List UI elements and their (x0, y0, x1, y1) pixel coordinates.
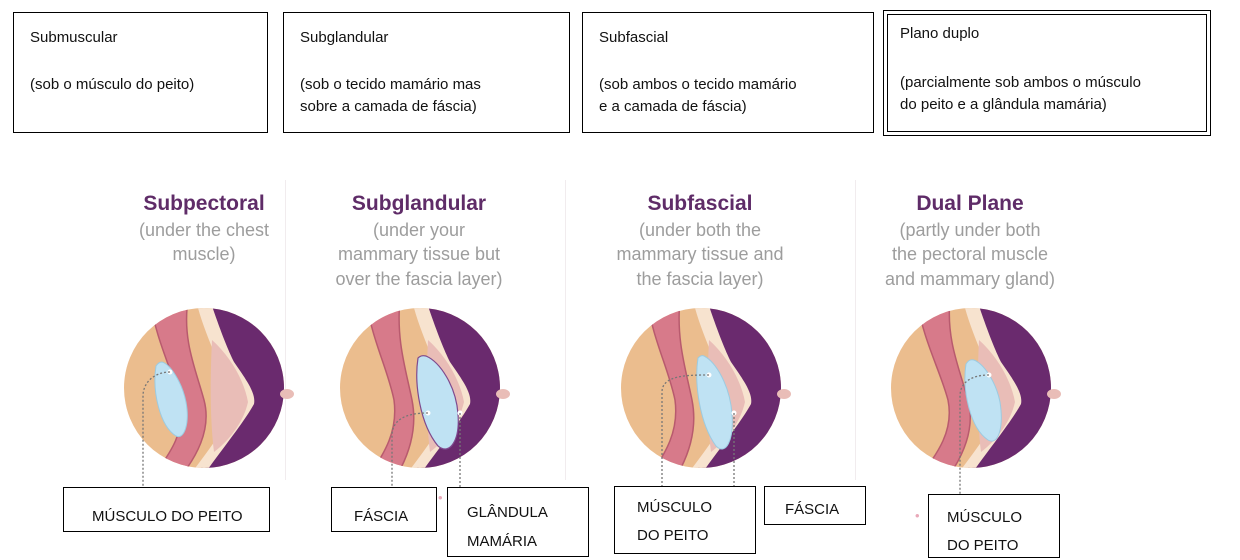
label-fascia-1: FÁSCIA (331, 487, 437, 532)
muscle-band (645, 308, 695, 468)
nipple (1047, 389, 1061, 399)
implant (964, 359, 1002, 442)
pt-box-title: Subglandular (300, 29, 389, 46)
pt-box-subfascial: Subfascial (sob ambos o tecido mamário e… (582, 12, 874, 133)
label-chest-muscle-2: MÚSCULO DO PEITO (614, 486, 756, 554)
pt-box-body: (sob o músculo do peito) (30, 76, 195, 93)
en-panel-desc: (under your mammary tissue but over the … (335, 220, 503, 289)
pt-box-body: (parcialmente sob ambos o músculo do pei… (900, 74, 1141, 113)
diagram-dual-plane (891, 308, 1061, 500)
muscle-band (915, 308, 972, 468)
pt-box-subglandular: Subglandular (sob o tecido mamário mas s… (283, 12, 570, 133)
en-panel-subpectoral: Subpectoral (under the chest muscle) (84, 192, 324, 267)
label-fascia-2: FÁSCIA (764, 486, 866, 525)
en-panel-desc: (under both the mammary tissue and the f… (616, 220, 784, 289)
label-mammary-gland-1: GLÂNDULA MAMÁRIA (447, 487, 589, 557)
en-panel-desc: (under the chest muscle) (138, 220, 270, 265)
nipple (777, 389, 791, 399)
en-panel-dual-plane: Dual Plane (partly under both the pector… (850, 192, 1090, 291)
diagram-subpectoral (124, 308, 294, 488)
pt-box-submuscular: Submuscular (sob o músculo do peito) (13, 12, 268, 133)
en-panel-subfascial: Subfascial (under both the mammary tissu… (580, 192, 820, 291)
nipple (280, 389, 294, 399)
en-panel-title: Subglandular (351, 192, 487, 215)
pt-box-title: Submuscular (30, 29, 118, 46)
pt-box-title: Subfascial (599, 29, 669, 46)
pt-box-dual-plane: Plano duplo (parcialmente sob ambos o mú… (883, 10, 1211, 136)
implant (154, 361, 188, 438)
gland (210, 340, 248, 452)
ghost-label-fragment: • (915, 508, 920, 523)
en-panel-desc: (partly under both the pectoral muscle a… (884, 220, 1056, 289)
pt-box-body: (sob o tecido mamário mas sobre a camada… (300, 76, 481, 115)
en-panel-title: Subfascial (647, 192, 753, 215)
nipple (496, 389, 510, 399)
panel-divider (565, 180, 566, 480)
panel-divider (855, 180, 856, 480)
label-chest-muscle-1: MÚSCULO DO PEITO (63, 487, 270, 532)
en-panel-subglandular: Subglandular (under your mammary tissue … (299, 192, 539, 291)
diagram-subfascial (621, 308, 791, 488)
en-panel-title: Subpectoral (143, 192, 265, 215)
panel-divider (285, 180, 286, 480)
en-panel-title: Dual Plane (916, 192, 1024, 215)
diagram-subglandular (340, 308, 510, 488)
pt-box-title: Plano duplo (900, 25, 980, 42)
muscle-band (364, 308, 415, 468)
label-chest-muscle-3: MÚSCULO DO PEITO (928, 494, 1060, 558)
pt-box-body: (sob ambos o tecido mamário e a camada d… (599, 76, 797, 115)
ghost-label-fragment: • (438, 490, 443, 505)
